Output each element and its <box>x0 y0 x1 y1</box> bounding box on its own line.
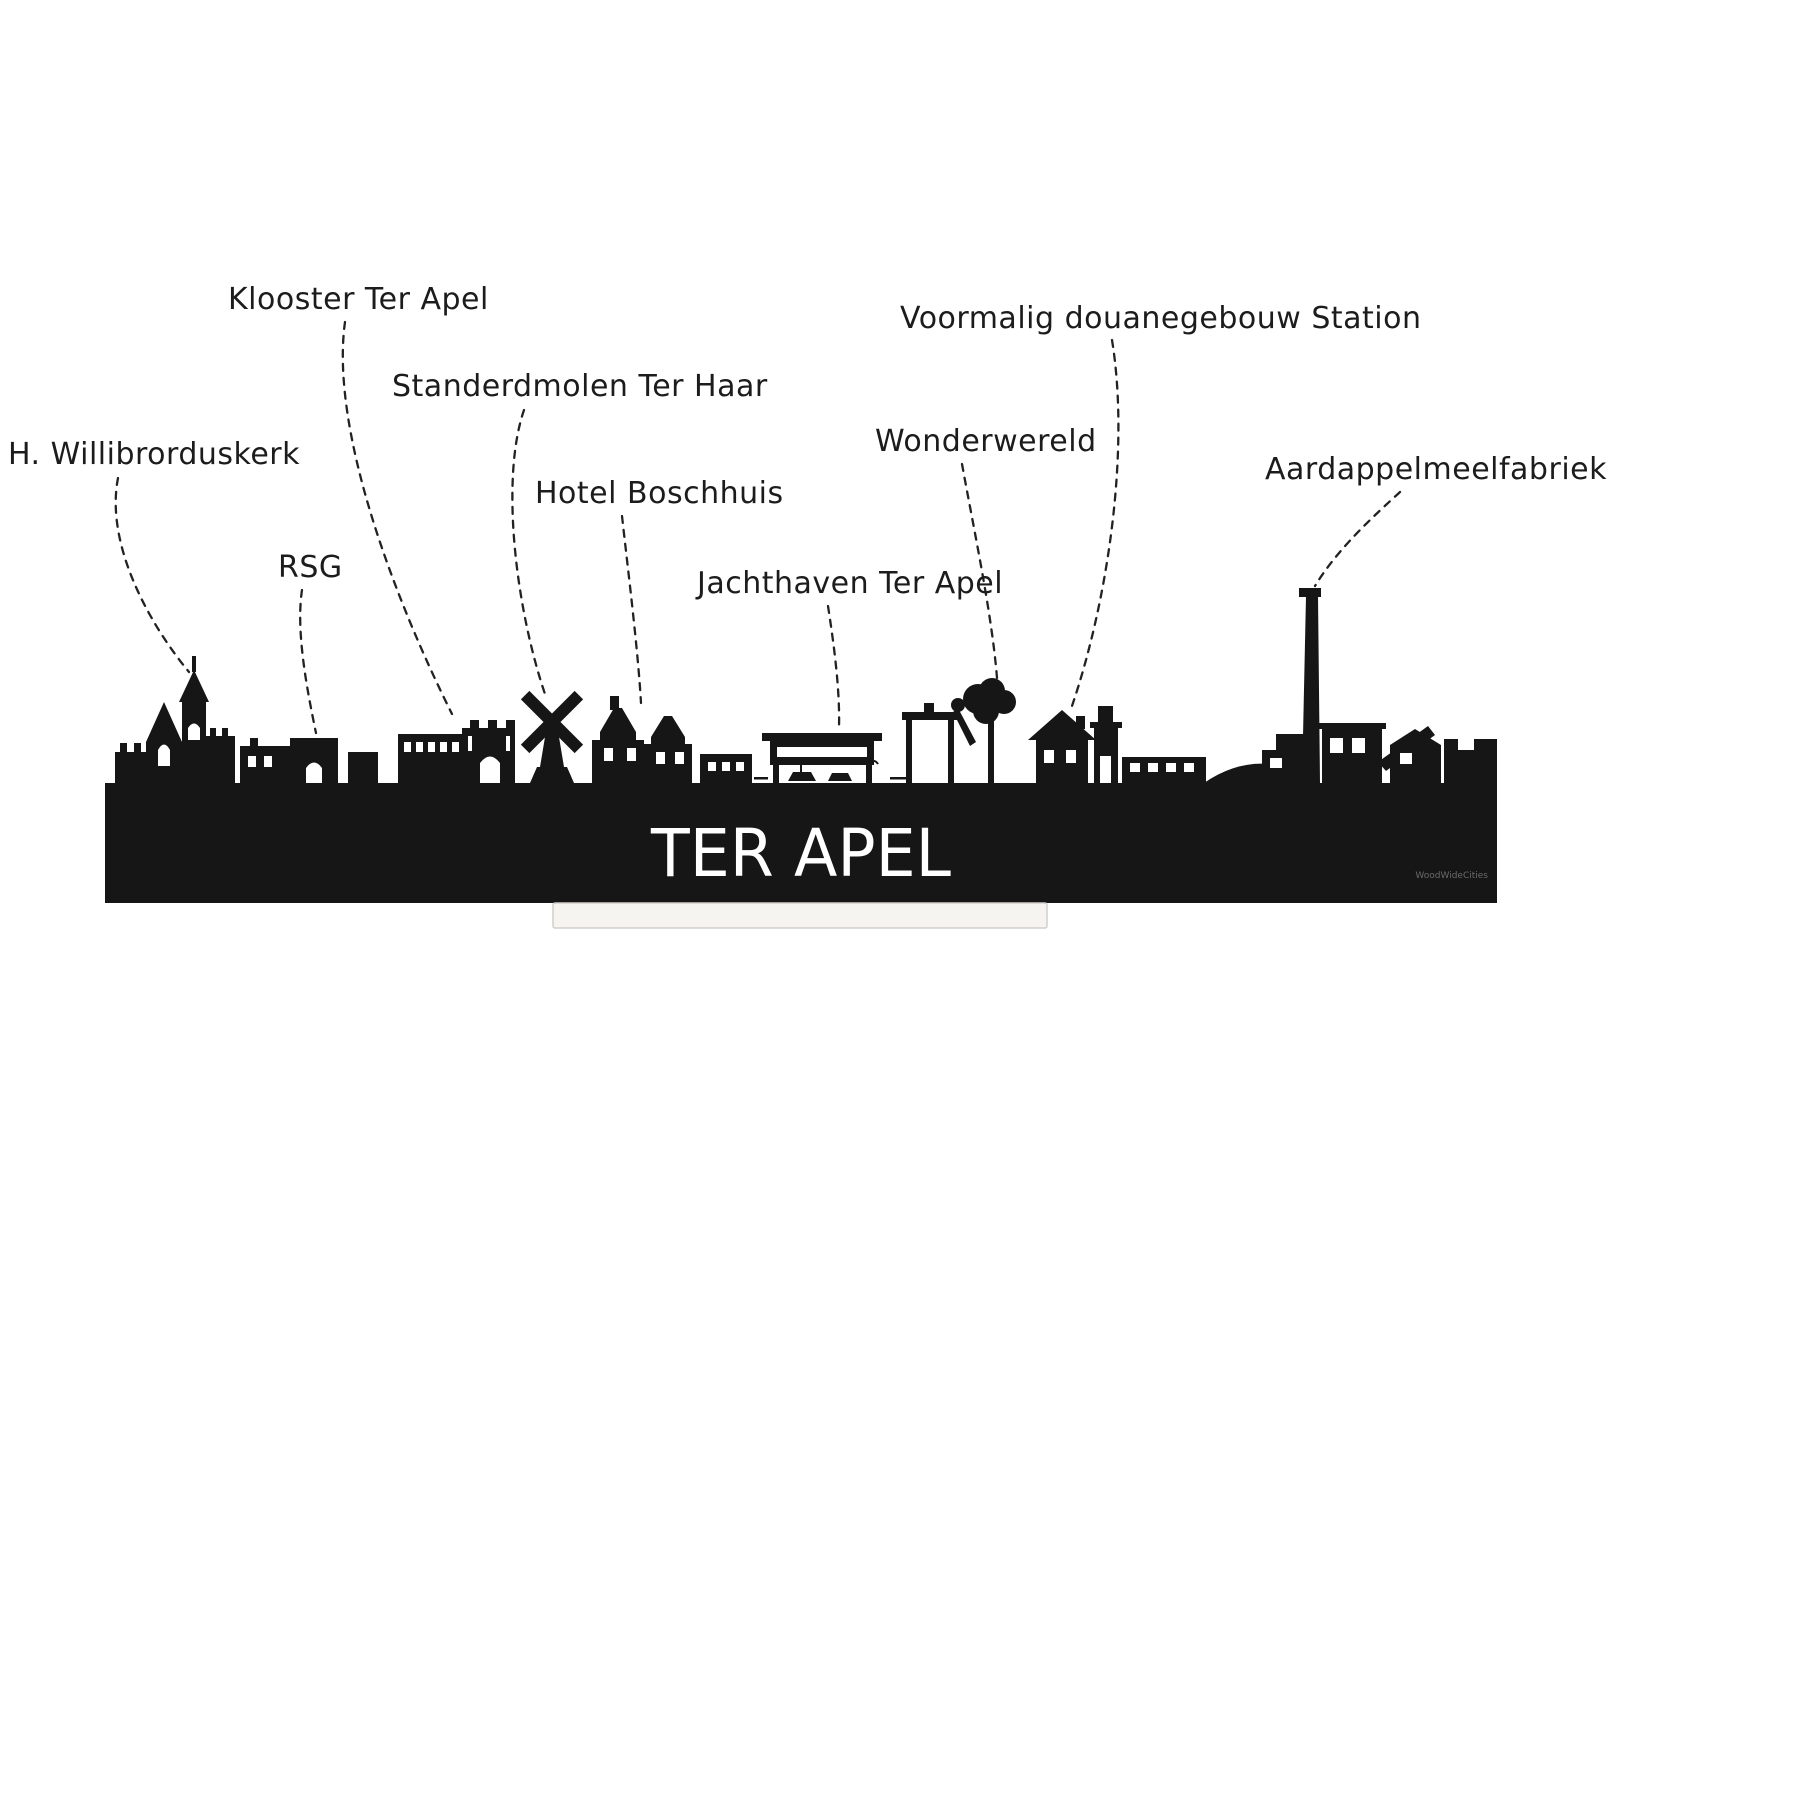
leader-lines <box>114 320 1402 735</box>
gabled-houses-silhouette <box>592 696 752 783</box>
skyline-silhouette <box>105 588 1497 903</box>
label-douanegebouw: Voormalig douanegebouw Station <box>900 301 1422 336</box>
watermark: WoodWideCities <box>1415 871 1488 881</box>
leader-line-hotel-boschhuis <box>620 514 643 705</box>
label-jachthaven: Jachthaven Ter Apel <box>697 566 1004 601</box>
church-silhouette <box>115 656 235 783</box>
label-standerdmolen: Standerdmolen Ter Haar <box>392 369 768 404</box>
silhouette-cutouts <box>158 723 1474 783</box>
label-willibrorduskerk: H. Willibrorduskerk <box>8 437 300 472</box>
leader-line-willibrorduskerk <box>114 476 191 674</box>
leader-line-aardappelmeelfabriek <box>1313 490 1402 588</box>
leader-line-klooster <box>341 320 454 716</box>
label-aardappelmeelfabriek: Aardappelmeelfabriek <box>1265 452 1607 487</box>
label-wonderwereld: Wonderwereld <box>875 424 1097 459</box>
wonderwereld-silhouette <box>902 678 1016 783</box>
label-hotel-boschhuis: Hotel Boschhuis <box>535 476 784 511</box>
skyline-city-name: TER APEL <box>650 815 951 892</box>
leader-line-standerdmolen <box>511 408 548 699</box>
jachthaven-silhouette <box>754 733 906 783</box>
windmill-silhouette <box>520 690 584 783</box>
skyline-base-bar <box>105 783 1497 903</box>
label-klooster: Klooster Ter Apel <box>228 282 489 317</box>
label-rsg: RSG <box>278 550 343 585</box>
factory-silhouette <box>1262 588 1497 783</box>
leader-line-douanegebouw <box>1070 338 1120 708</box>
leader-line-jachthaven <box>826 604 841 729</box>
display-stand <box>552 902 1048 929</box>
leader-line-rsg <box>299 588 318 735</box>
